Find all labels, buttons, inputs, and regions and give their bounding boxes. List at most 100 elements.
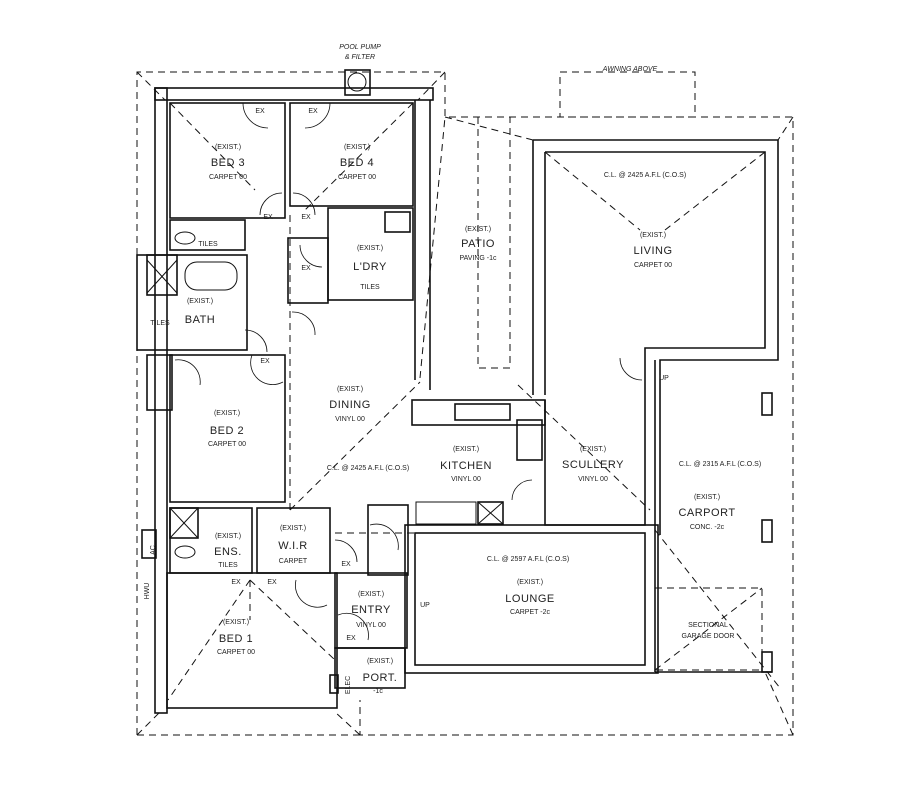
- doors: [174, 102, 643, 641]
- toilet: [174, 231, 196, 245]
- svg-text:ENS.: ENS.: [214, 546, 242, 558]
- ceiling-note-carport: C.L. @ 2315 A.F.L (C.O.S): [679, 461, 761, 468]
- svg-text:SCULLERY: SCULLERY: [562, 459, 624, 471]
- tiles-label: TILES: [198, 241, 218, 248]
- svg-text:CARPET 00: CARPET 00: [209, 174, 247, 181]
- ceiling-note-dining: C.L. @ 2425 A.F.L (C.O.S): [327, 465, 409, 472]
- elec-label: ELEC: [345, 676, 352, 694]
- ac-label: AC: [150, 545, 157, 555]
- svg-text:DINING: DINING: [329, 399, 371, 411]
- room-bed1: (EXIST.) BED 1 CARPET 00: [217, 619, 255, 656]
- room-carport: (EXIST.) CARPORT CONC. -2c: [678, 494, 735, 531]
- svg-text:(EXIST.): (EXIST.): [280, 525, 306, 532]
- svg-text:VINYL 00: VINYL 00: [335, 416, 365, 423]
- svg-text:BED 1: BED 1: [219, 633, 253, 645]
- svg-text:KITCHEN: KITCHEN: [440, 460, 492, 472]
- room-kitchen: (EXIST.) KITCHEN VINYL 00: [440, 446, 492, 483]
- svg-text:CARPET -2c: CARPET -2c: [510, 609, 550, 616]
- svg-text:TILES: TILES: [360, 284, 380, 291]
- ceiling-note-living: C.L. @ 2425 A.F.L (C.O.S): [604, 172, 686, 179]
- svg-text:EX: EX: [263, 214, 273, 221]
- toilet: [174, 545, 196, 559]
- room-patio: (EXIST.) PATIO PAVING -1c: [459, 226, 497, 262]
- svg-text:(EXIST.): (EXIST.): [465, 226, 491, 233]
- room-bed2: (EXIST.) BED 2 CARPET 00: [208, 410, 246, 448]
- svg-text:EX: EX: [301, 214, 311, 221]
- room-dining: (EXIST.) DINING VINYL 00: [329, 386, 371, 423]
- svg-text:BED 4: BED 4: [340, 157, 374, 169]
- svg-text:(EXIST.): (EXIST.): [214, 410, 240, 417]
- svg-text:CARPET 00: CARPET 00: [208, 441, 246, 448]
- laundry-tub: [384, 211, 411, 233]
- svg-text:(EXIST.): (EXIST.): [357, 245, 383, 252]
- svg-text:(EXIST.): (EXIST.): [640, 232, 666, 239]
- room-porch: (EXIST.) PORT. -1c: [363, 658, 398, 695]
- up-label: UP: [420, 602, 430, 609]
- walls: [136, 69, 779, 714]
- svg-text:VINYL 00: VINYL 00: [356, 622, 386, 629]
- svg-text:LIVING: LIVING: [633, 245, 672, 257]
- svg-text:CARPORT: CARPORT: [678, 507, 735, 519]
- svg-text:CONC. -2c: CONC. -2c: [690, 524, 725, 531]
- room-bed3: (EXIST.) BED 3 CARPET 00: [209, 144, 247, 181]
- bathtub: [184, 261, 238, 291]
- svg-text:PORT.: PORT.: [363, 672, 398, 684]
- svg-text:(EXIST.): (EXIST.): [337, 386, 363, 393]
- svg-text:EX: EX: [308, 108, 318, 115]
- svg-text:BED 2: BED 2: [210, 425, 244, 437]
- svg-text:EX: EX: [255, 108, 265, 115]
- ceiling-note-lounge: C.L. @ 2597 A.F.L (C.O.S): [487, 556, 569, 563]
- svg-text:VINYL 00: VINYL 00: [578, 476, 608, 483]
- room-entry: (EXIST.) ENTRY VINYL 00: [351, 591, 391, 629]
- awning-label: AWNING ABOVE: [602, 66, 658, 73]
- svg-text:(EXIST.): (EXIST.): [215, 533, 241, 540]
- svg-text:TILES: TILES: [150, 320, 170, 327]
- svg-text:(EXIST.): (EXIST.): [453, 446, 479, 453]
- room-bath: (EXIST.) BATH TILES: [150, 298, 216, 327]
- svg-text:L'DRY: L'DRY: [353, 261, 387, 273]
- svg-text:EX: EX: [267, 579, 277, 586]
- svg-text:CARPET: CARPET: [279, 558, 308, 565]
- pool-pump: [344, 69, 371, 96]
- svg-text:CARPET 00: CARPET 00: [217, 649, 255, 656]
- svg-text:(EXIST.): (EXIST.): [344, 144, 370, 151]
- svg-text:EX: EX: [301, 265, 311, 272]
- svg-text:EX: EX: [231, 579, 241, 586]
- svg-text:CARPET 00: CARPET 00: [634, 262, 672, 269]
- svg-text:(EXIST.): (EXIST.): [358, 591, 384, 598]
- room-wir: (EXIST.) W.I.R CARPET: [278, 525, 308, 565]
- svg-text:(EXIST.): (EXIST.): [517, 579, 543, 586]
- garage-door-label: SECTIONAL: [688, 622, 728, 629]
- svg-text:(EXIST.): (EXIST.): [223, 619, 249, 626]
- svg-text:(EXIST.): (EXIST.): [187, 298, 213, 305]
- ex-labels: EX EX EX EX EX EX EX EX EX EX: [231, 108, 356, 642]
- svg-text:EX: EX: [260, 358, 270, 365]
- svg-text:(EXIST.): (EXIST.): [694, 494, 720, 501]
- svg-text:CARPET 00: CARPET 00: [338, 174, 376, 181]
- svg-text:VINYL 00: VINYL 00: [451, 476, 481, 483]
- hwu-label: HWU: [144, 583, 151, 600]
- svg-text:TILES: TILES: [218, 562, 238, 569]
- svg-text:-1c: -1c: [373, 688, 383, 695]
- svg-text:(EXIST.): (EXIST.): [367, 658, 393, 665]
- room-ensuite: (EXIST.) ENS. TILES: [214, 533, 242, 569]
- pool-pump-label-2: & FILTER: [345, 54, 375, 61]
- svg-text:BATH: BATH: [185, 314, 216, 326]
- room-laundry: (EXIST.) L'DRY TILES: [353, 245, 387, 291]
- awning-outline: [559, 71, 696, 118]
- svg-text:EX: EX: [346, 635, 356, 642]
- svg-text:ENTRY: ENTRY: [351, 604, 391, 616]
- svg-text:LOUNGE: LOUNGE: [505, 593, 554, 605]
- svg-text:PAVING -1c: PAVING -1c: [459, 255, 497, 262]
- room-scullery: (EXIST.) SCULLERY VINYL 00: [562, 446, 624, 483]
- elec-box: [329, 674, 339, 694]
- svg-text:PATIO: PATIO: [461, 238, 495, 250]
- room-lounge: (EXIST.) LOUNGE CARPET -2c: [505, 579, 554, 616]
- svg-text:BED 3: BED 3: [211, 157, 245, 169]
- up-label: UP: [659, 375, 669, 382]
- ac-unit: [141, 529, 157, 559]
- pool-pump-label: POOL PUMP: [339, 44, 381, 51]
- garage-door-label-2: GARAGE DOOR: [682, 633, 735, 640]
- svg-text:EX: EX: [341, 561, 351, 568]
